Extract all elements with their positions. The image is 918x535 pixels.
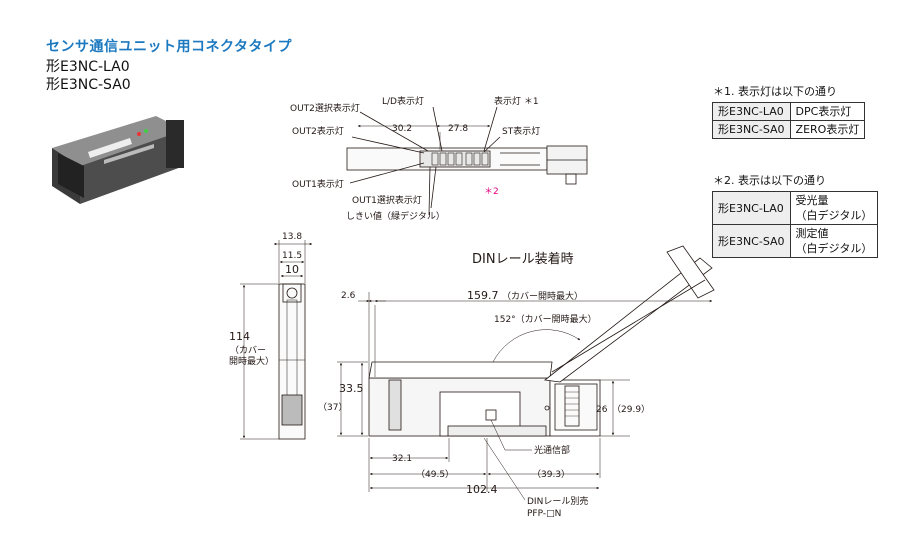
dim-26: 26 [596,405,608,415]
din-view [337,245,715,501]
model-name-1: 形E3NC-LA0 [46,59,130,75]
note2-model: 形E3NC-LA0 [712,191,791,225]
note2-table: 形E3NC-LA0 受光量 （白デジタル） 形E3NC-SA0 測定値 （白デジ… [712,191,879,258]
dim-159-7: 159.7 [467,289,499,302]
dim-114-note-1: （カバー [230,345,266,356]
model-name-2: 形E3NC-SA0 [46,77,131,93]
callout-ld: L/D表示灯 [382,95,424,107]
dim-102-4: 102.4 [466,483,498,496]
dim-30-2: 30.2 [392,124,412,134]
callout-out1-select: OUT1選択表示灯 [352,194,422,206]
dim-13-8: 13.8 [282,232,302,242]
callout-out2: OUT2表示灯 [292,125,344,137]
dim-37: （37） [318,402,347,413]
note2-model: 形E3NC-SA0 [712,224,791,258]
dim-159-7-note: （カバー開時最大） [502,290,583,302]
digit-display [419,150,491,168]
side-view [240,240,313,440]
product-photo [52,116,184,204]
dim-11-5: 11.5 [282,251,302,261]
dim-32-1: 32.1 [392,454,412,464]
table-row: 形E3NC-SA0 ZERO表示灯 [712,120,866,139]
note2-value-line2: （白デジタル） [795,209,873,222]
note2-value-line1: 受光量 [795,194,829,207]
note2-value: 受光量 （白デジタル） [789,191,879,225]
dim-10: 10 [285,263,299,276]
callout-threshold: しきい値（緑デジタル） [346,210,445,222]
dim-29-9: （29.9） [612,404,650,415]
label-optical: 光通信部 [534,444,570,456]
note2-value-line2: （白デジタル） [795,242,873,255]
dim-angle: 152°（カバー開時最大） [494,313,597,325]
dim-33-5: 33.5 [339,382,364,395]
dim-49-5: （49.5） [416,469,454,480]
din-view-title: DINレール装着時 [472,251,574,267]
note1-table: 形E3NC-LA0 DPC表示灯 形E3NC-SA0 ZERO表示灯 [712,102,866,139]
callout-star2: ＊2 [484,187,499,197]
table-row: 形E3NC-SA0 測定値 （白デジタル） [712,224,879,258]
table-row: 形E3NC-LA0 受光量 （白デジタル） [712,191,879,225]
top-view [346,106,588,216]
dim-2-6: 2.6 [341,291,356,301]
note1-heading: ＊1. 表示灯は以下の通り [713,85,837,98]
section-title: センサ通信ユニット用コネクタタイプ [46,39,292,55]
dim-114-note-2: 開時最大） [229,355,274,367]
note2-value: 測定値 （白デジタル） [789,224,879,258]
dim-27-8: 27.8 [448,124,468,134]
label-din-rail-2: PFP-□N [527,509,561,519]
callout-st: ST表示灯 [502,125,540,137]
note1-model: 形E3NC-SA0 [712,120,791,139]
note2-heading: ＊2. 表示は以下の通り [713,174,826,187]
label-din-rail-1: DINレール別売 [527,495,588,507]
dim-39-3: （39.3） [532,469,570,480]
callout-indicator: 表示灯 ＊1 [494,95,539,107]
dim-114: 114 [229,330,250,343]
callout-out1: OUT1表示灯 [292,178,344,190]
note1-value: ZERO表示灯 [789,120,866,139]
note2-value-line1: 測定値 [795,227,829,240]
callout-out2-select: OUT2選択表示灯 [290,102,360,114]
